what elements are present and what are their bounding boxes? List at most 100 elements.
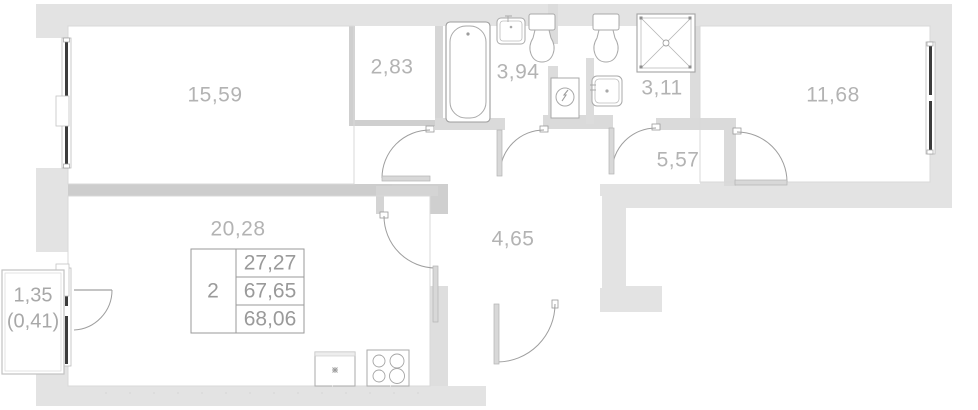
wall-structure xyxy=(36,4,952,406)
wall-wc-left xyxy=(586,58,594,124)
door-arc xyxy=(736,131,788,183)
wall-right-bottom xyxy=(930,152,952,190)
wall-exterior-top xyxy=(36,4,952,26)
shower-drain xyxy=(662,39,670,47)
shower-corner-tl xyxy=(639,16,643,20)
toilet-bowl xyxy=(593,29,619,63)
wall-bedroom-left-stub xyxy=(724,118,736,186)
door-hinge xyxy=(539,125,549,133)
sink-drain xyxy=(509,25,513,29)
toilet-bowl xyxy=(529,29,555,63)
wall-hall-right-foot xyxy=(600,286,662,312)
door-leaf xyxy=(608,127,615,175)
wall-bathroom-left xyxy=(435,26,443,126)
door-wc xyxy=(608,123,661,175)
info-living-area: 27,27 xyxy=(244,252,297,275)
area-label-kitchen-living: 20,28 xyxy=(210,218,265,241)
sink-faucet xyxy=(590,84,596,91)
area-label-living: 15,59 xyxy=(187,84,242,107)
door-leaf xyxy=(734,179,788,186)
door-bathroom xyxy=(496,125,549,177)
bathtub-icon xyxy=(445,21,491,123)
stove-icon xyxy=(366,349,410,387)
kitchen-fixtures xyxy=(314,349,410,387)
door-leaf xyxy=(381,175,431,182)
window-sash-lower xyxy=(929,101,932,151)
washing-machine-icon xyxy=(550,77,580,119)
info-table: 2 27,27 67,65 68,06 xyxy=(190,248,305,334)
sink-drain xyxy=(605,89,609,93)
fill-hall-lower xyxy=(448,196,554,386)
wall-exterior-right xyxy=(930,4,952,190)
balcony-inner-outline xyxy=(4,272,62,372)
door-leaf xyxy=(493,303,500,365)
info-rooms-count: 2 xyxy=(207,280,219,303)
wall-storage-left xyxy=(349,26,355,126)
toilet-icon xyxy=(528,13,556,63)
door-arc xyxy=(383,215,437,269)
fill-storage xyxy=(354,26,434,124)
bathtub-drain xyxy=(466,32,470,36)
door-arc xyxy=(381,129,431,179)
wall-hall-right-vertical xyxy=(600,182,626,300)
shower-corner-bl xyxy=(639,65,643,69)
wall-interior-horizontal-main xyxy=(68,184,404,196)
area-label-wc: 3,11 xyxy=(641,77,682,100)
washer-symbol xyxy=(561,89,569,102)
door-leaf xyxy=(496,129,503,177)
stove-burner-tr xyxy=(389,353,405,369)
sink-icon xyxy=(496,15,526,45)
info-total-area: 67,65 xyxy=(244,280,297,303)
window-sash-upper xyxy=(65,40,68,96)
wall-mid-right-horizontal xyxy=(600,182,952,208)
shower-corner-tr xyxy=(688,16,692,20)
balcony: 1,35 (0,41) xyxy=(1,269,113,375)
window-right-bedroom xyxy=(925,41,936,155)
area-label-bathroom: 3,94 xyxy=(497,61,540,84)
door-bedroom xyxy=(732,127,788,186)
wall-exterior-bottom xyxy=(36,384,486,406)
bathtub-inner xyxy=(449,25,487,119)
area-label-storage: 2,83 xyxy=(371,56,414,79)
stove-burner-bl xyxy=(372,369,386,383)
door-kitchen-living xyxy=(379,211,439,323)
wall-l2 xyxy=(36,4,68,38)
door-hinge xyxy=(651,123,661,131)
info-table-border xyxy=(190,248,305,334)
area-label-bedroom: 11,68 xyxy=(806,84,860,107)
balcony-area-reduced-label: (0,41) xyxy=(7,310,59,332)
shower-corner-br xyxy=(688,65,692,69)
ksink-drain xyxy=(332,367,338,373)
toilet-tank xyxy=(528,13,556,31)
sink-bowl xyxy=(499,20,523,42)
wall-corridor-jamb xyxy=(376,186,384,214)
window-sash-upper xyxy=(929,45,932,95)
stove-burner-tl xyxy=(372,354,386,368)
area-label-hall: 4,65 xyxy=(492,228,535,251)
fill-living-room xyxy=(68,26,354,184)
wall-corridor-bedroom xyxy=(656,118,736,130)
sink-icon xyxy=(590,75,623,107)
window-sash-lower xyxy=(65,110,68,166)
area-labels: 15,59 2,83 3,94 3,11 11,68 5,57 20,28 4,… xyxy=(187,56,859,251)
door-arc xyxy=(496,303,556,363)
fill-corridor xyxy=(380,124,700,184)
area-label-corridor: 5,57 xyxy=(657,149,700,172)
door-hinge xyxy=(425,125,435,133)
window-hinge-top xyxy=(926,41,934,47)
info-total-area-balcony: 68,06 xyxy=(244,308,297,331)
window-hinge-top xyxy=(63,37,70,43)
window-hinge-bottom xyxy=(926,149,934,155)
window-hinge-bottom xyxy=(63,163,70,169)
door-entrance xyxy=(493,299,559,365)
doors xyxy=(379,123,788,365)
stove-burner-br xyxy=(389,368,405,384)
window-opening-leaf xyxy=(55,95,70,127)
ksink-backsplash xyxy=(314,351,356,357)
wall-wc-right xyxy=(690,26,700,126)
shower-tray-icon xyxy=(636,13,696,73)
wall-right-top xyxy=(930,4,952,42)
window-sash-lower xyxy=(65,316,68,364)
door-leaf xyxy=(432,265,439,323)
